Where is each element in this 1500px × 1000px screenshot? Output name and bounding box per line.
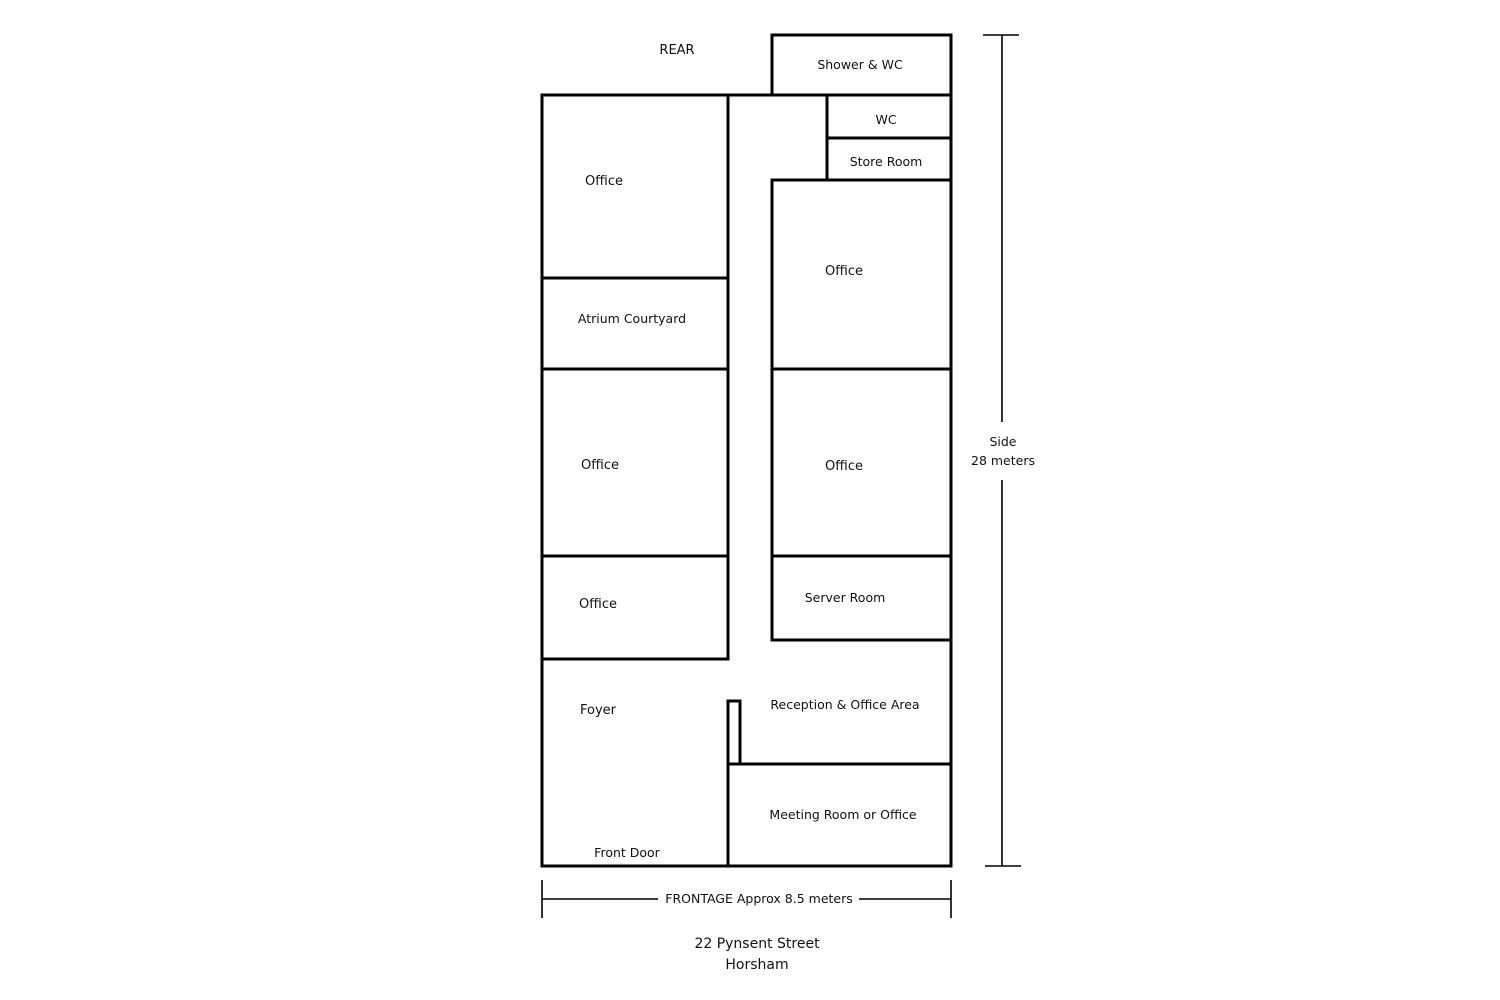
- wc-label: WC: [875, 112, 896, 127]
- rear-label: REAR: [659, 43, 694, 58]
- atrium-label: Atrium Courtyard: [578, 311, 686, 326]
- meeting-room-label: Meeting Room or Office: [769, 807, 916, 822]
- office-low-left-label: Office: [579, 597, 617, 612]
- office-mid-left-label: Office: [581, 458, 619, 473]
- shower-wc-label: Shower & WC: [817, 57, 903, 72]
- foyer-label: Foyer: [580, 703, 617, 718]
- address-street: 22 Pynsent Street: [694, 936, 820, 952]
- front-door-label: Front Door: [594, 845, 661, 860]
- reception-label: Reception & Office Area: [770, 697, 919, 712]
- dimension-labels: Side 28 meters FRONTAGE Approx 8.5 meter…: [665, 434, 1035, 906]
- office-top-right-label: Office: [825, 264, 863, 279]
- office-mid-right-label: Office: [825, 459, 863, 474]
- server-room-label: Server Room: [805, 590, 886, 605]
- store-room-label: Store Room: [850, 154, 923, 169]
- side-length-label: 28 meters: [971, 453, 1035, 468]
- address-block: 22 Pynsent Street Horsham: [694, 936, 820, 973]
- frontage-dimension: [541, 880, 952, 918]
- address-town: Horsham: [725, 957, 788, 973]
- frontage-label: FRONTAGE Approx 8.5 meters: [665, 891, 853, 906]
- side-dimension: [983, 34, 1021, 867]
- wall-reception-partition: [726, 699, 742, 868]
- room-labels: REAR Shower & WC WC Store Room Office At…: [578, 43, 922, 860]
- office-top-left-label: Office: [585, 174, 623, 189]
- building-walls: [540, 33, 953, 868]
- side-label: Side: [989, 434, 1016, 449]
